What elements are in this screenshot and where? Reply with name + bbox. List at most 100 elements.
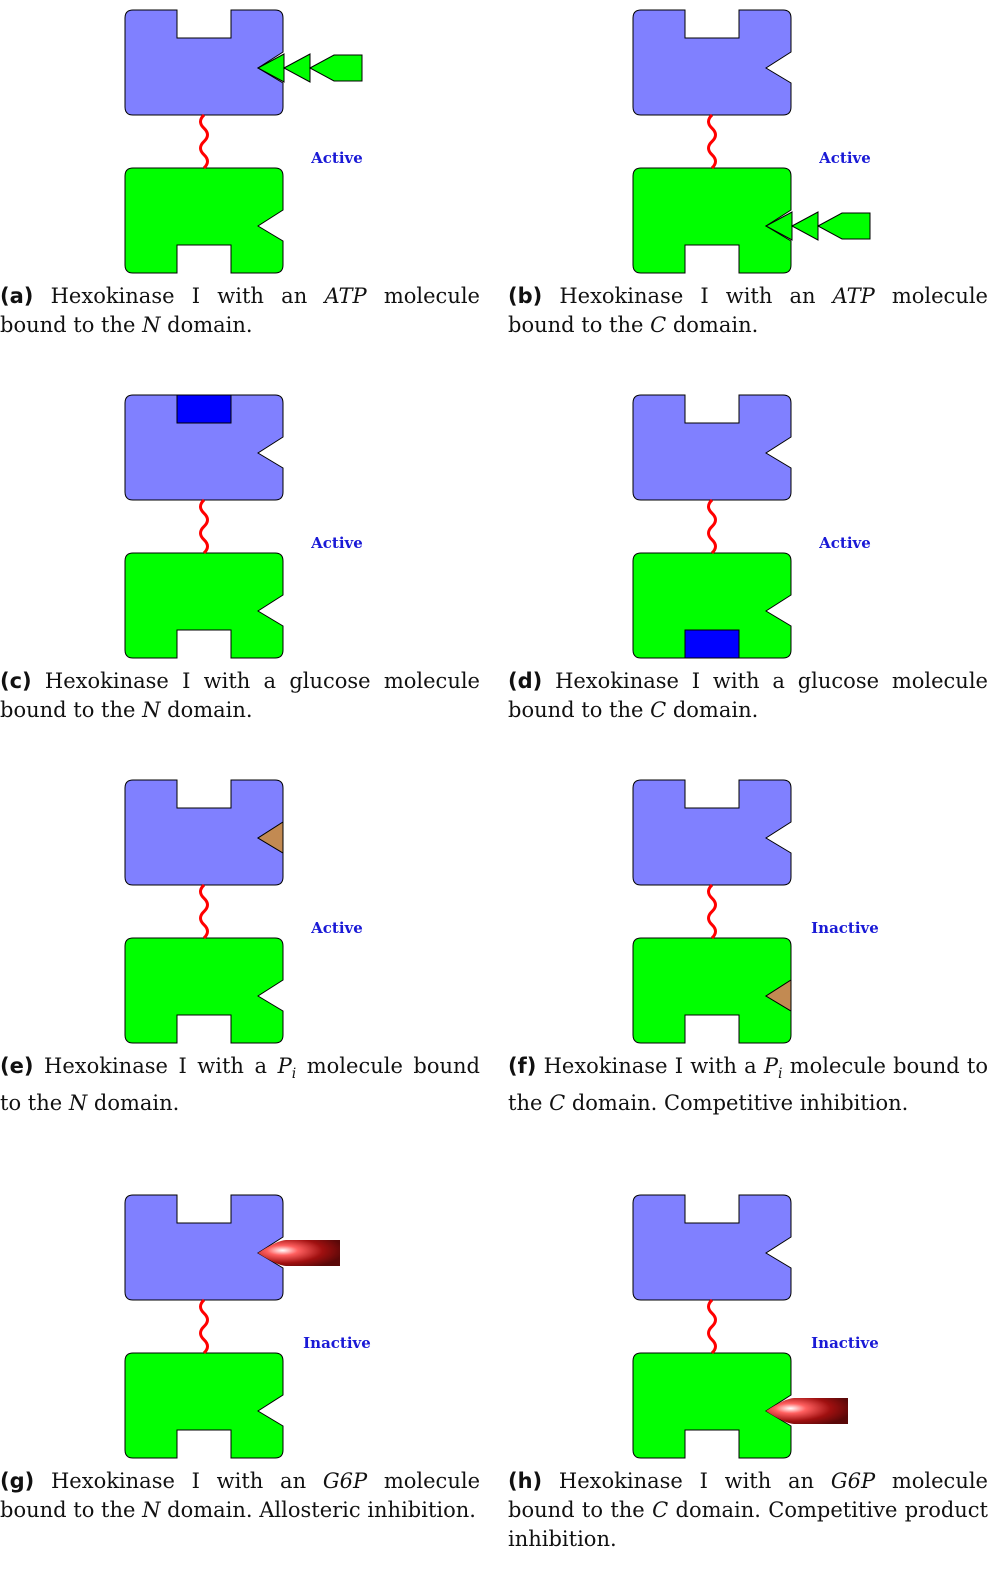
c-domain: [632, 1352, 792, 1459]
g6p-molecule: [258, 1240, 340, 1266]
caption: (e) Hexokinase I with a Pi molecule boun…: [0, 1052, 480, 1118]
caption-label: (e): [0, 1054, 34, 1078]
c-domain: [632, 167, 792, 274]
atp-molecule: [256, 53, 363, 83]
caption-math: P: [277, 1054, 292, 1078]
linker-chain: [199, 113, 209, 170]
caption-math: N: [142, 1498, 161, 1522]
caption-text: domain. Competitive product inhibition.: [508, 1498, 988, 1551]
hexokinase-diagram: Active: [124, 9, 363, 274]
caption-text: domain.: [666, 698, 759, 722]
n-domain: [124, 9, 284, 116]
n-domain: [124, 394, 284, 501]
n-domain: [632, 394, 792, 501]
caption: (c) Hexokinase I with a glucose molecule…: [0, 667, 480, 725]
caption-text: domain.: [160, 313, 253, 337]
caption-math: N: [142, 698, 161, 722]
caption-text: molecule bound to the: [508, 1054, 988, 1116]
caption-math: P: [763, 1054, 779, 1078]
linker-chain: [199, 1298, 209, 1355]
n-domain: [124, 1194, 284, 1301]
caption-text: domain.: [666, 313, 759, 337]
n-domain: [632, 1194, 792, 1301]
c-domain: [124, 552, 284, 659]
caption-text: domain. Competitive inhibition.: [565, 1091, 909, 1116]
atp-molecule: [764, 211, 871, 241]
state-label: Active: [818, 149, 871, 167]
n-domain: [632, 9, 792, 116]
caption-subscript: i: [778, 1066, 783, 1083]
caption-text: Hexokinase I with a: [44, 1054, 278, 1078]
panel-c: Active (c) Hexokinase I with a glucose mo…: [0, 385, 480, 722]
pi-molecule: [765, 979, 792, 1012]
caption-text: molecule bound to the: [0, 1054, 480, 1116]
caption: (b) Hexokinase I with an ATP molecule bo…: [508, 282, 988, 340]
caption-math: C: [549, 1091, 566, 1116]
pi-molecule: [257, 821, 284, 854]
caption-label: (c): [0, 669, 32, 693]
linker-chain: [707, 883, 717, 940]
caption-text: Hexokinase I with a glucose molecule bou…: [0, 669, 480, 722]
state-label: Inactive: [811, 919, 879, 937]
glucose-molecule: [684, 629, 740, 659]
hexokinase-diagram: Inactive: [124, 1194, 371, 1459]
panel-b: Active (b) Hexokinase I with an ATP molec…: [508, 0, 988, 337]
state-label: Active: [310, 534, 363, 552]
hexokinase-diagram: Active: [124, 394, 363, 659]
linker-chain: [707, 113, 717, 170]
caption-label: (h): [508, 1469, 543, 1493]
caption-math: C: [650, 698, 667, 722]
caption-text: Hexokinase I with an: [50, 284, 325, 308]
hexokinase-diagram: Inactive: [632, 779, 879, 1044]
caption-math: C: [652, 1498, 669, 1522]
caption-text: domain.: [160, 698, 253, 722]
c-domain: [632, 552, 792, 659]
panel-f: Inactive(f) Hexokinase I with a Pi molec…: [508, 770, 988, 1115]
caption-text: molecule bound to the: [508, 1469, 988, 1522]
hexokinase-diagram: Inactive: [632, 1194, 879, 1459]
caption-text: Hexokinase I with an: [50, 1469, 323, 1493]
panel-e: Active (e) Hexokinase I with a Pi molecul…: [0, 770, 480, 1115]
caption-text: Hexokinase I with a glucose molecule bou…: [508, 669, 988, 722]
caption-label: (a): [0, 284, 34, 308]
caption-text: domain.: [87, 1091, 180, 1116]
state-label: Inactive: [811, 1334, 879, 1352]
panel-a: Active (a) Hexokinase I with an ATP molec…: [0, 0, 480, 337]
caption-subscript: i: [291, 1066, 297, 1083]
caption-math: G6P: [830, 1469, 876, 1493]
linker-chain: [707, 1298, 717, 1355]
n-domain: [632, 779, 792, 886]
c-domain: [124, 167, 284, 274]
caption: (d) Hexokinase I with a glucose molecule…: [508, 667, 988, 725]
caption-math: N: [68, 1091, 88, 1116]
linker-chain: [199, 498, 209, 555]
caption: (g) Hexokinase I with an G6P molecule bo…: [0, 1467, 480, 1525]
caption-math: C: [650, 313, 667, 337]
linker-chain: [199, 883, 209, 940]
state-label: Active: [310, 919, 363, 937]
hexokinase-diagram: Active: [632, 394, 871, 659]
state-label: Inactive: [303, 1334, 371, 1352]
panel-g: Inactive (g) Hexokinase I with an G6P mol…: [0, 1185, 480, 1522]
caption-text: molecule bound to the: [0, 1469, 480, 1522]
caption-math: G6P: [322, 1469, 368, 1493]
g6p-molecule: [766, 1398, 848, 1424]
caption-text: molecule bound to the: [508, 284, 988, 337]
caption: (a) Hexokinase I with an ATP molecule bo…: [0, 282, 480, 340]
panel-h: Inactive (h) Hexokinase I with an G6P mol…: [508, 1185, 988, 1551]
c-domain: [124, 937, 284, 1044]
caption-label: (d): [508, 669, 543, 693]
caption-text: domain. Allosteric inhibition.: [160, 1498, 476, 1522]
c-domain: [124, 1352, 284, 1459]
c-domain: [632, 937, 792, 1044]
linker-chain: [707, 498, 717, 555]
caption-text: molecule bound to the: [0, 284, 480, 337]
panel-d: Active (d) Hexokinase I with a glucose mo…: [508, 385, 988, 722]
caption-label: (b): [508, 284, 543, 308]
hexokinase-diagram: Active: [632, 9, 871, 274]
hexokinase-diagram: Active: [124, 779, 363, 1044]
caption-text: Hexokinase I with a: [543, 1054, 764, 1078]
caption-math: ATP: [832, 284, 875, 308]
caption-math: ATP: [324, 284, 367, 308]
caption-text: Hexokinase I with an: [558, 1469, 831, 1493]
